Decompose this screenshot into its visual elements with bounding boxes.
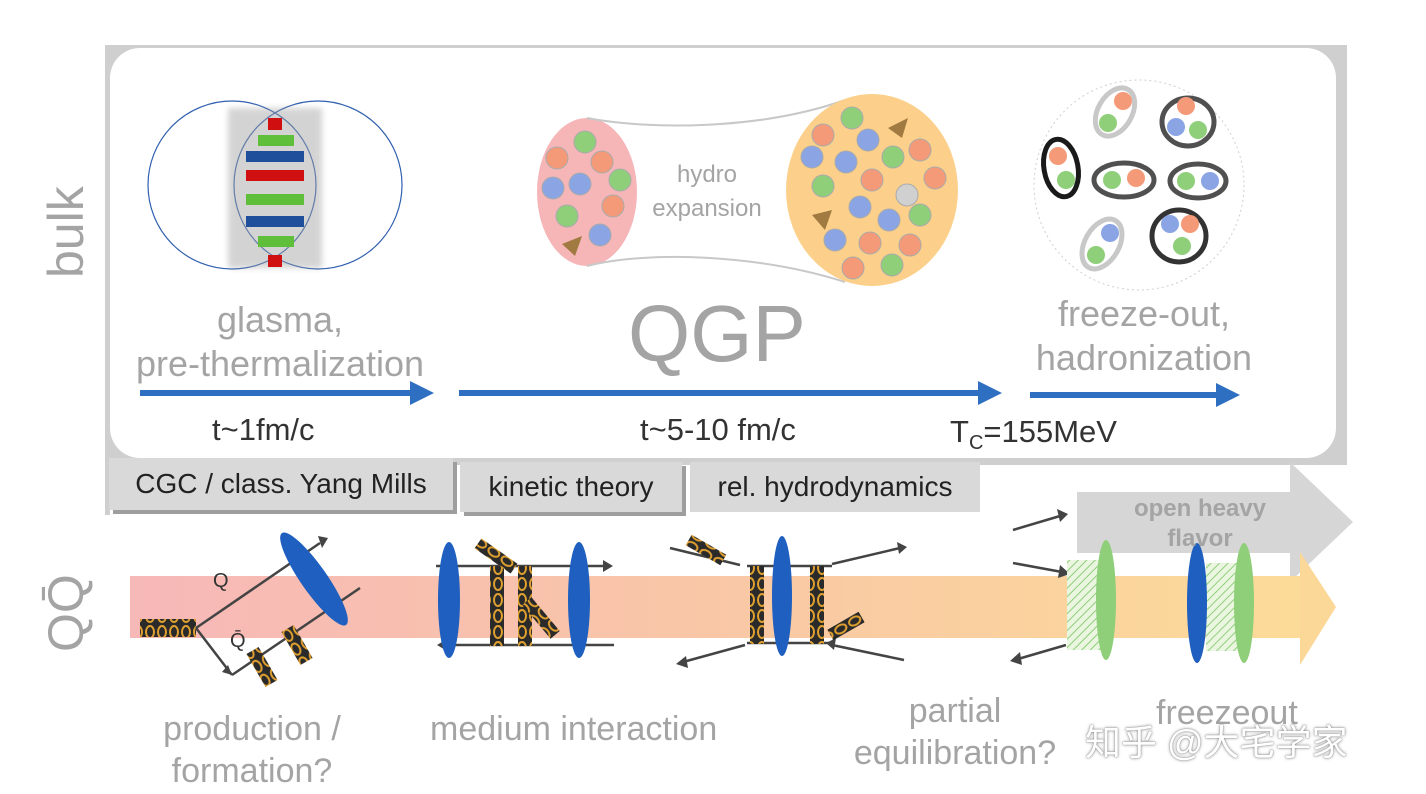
freezeout-label: freezeout (1156, 694, 1298, 732)
qgp-expanded-blob (786, 94, 958, 286)
kinetic-theory-label: kinetic theory (488, 471, 654, 502)
rel-hydro-box: rel. hydrodynamics (690, 462, 980, 512)
production-label: production / formation? (163, 710, 341, 790)
medium-interaction-diagram (436, 538, 614, 658)
partial-equilibration-label: partial equilibration? (853, 692, 1057, 772)
qbar-label: Q̄ (230, 630, 246, 652)
tc-prefix: T (950, 414, 969, 449)
open-heavy-flavor-label: open heavy flavor (1133, 495, 1267, 552)
kinetic-theory-box: kinetic theory (460, 462, 682, 512)
tc-subscript: C (968, 432, 984, 455)
freezeout-diagram (1010, 509, 1254, 665)
rel-hydro-label: rel. hydrodynamics (717, 471, 953, 502)
medium-interaction-label: medium interaction (430, 710, 718, 748)
time-1fm: t~1fm/c (212, 412, 315, 447)
cgc-box-label: CGC / class. Yang Mills (135, 468, 427, 499)
open-heavy-flavor-arrow (1077, 462, 1353, 582)
qgp-label: QGP (628, 289, 806, 378)
bulk-side-label: bulk (38, 186, 94, 278)
hadrons-icon (1033, 79, 1245, 291)
q-label: Q (213, 570, 229, 592)
hydro-expansion-label: hydro expansion (652, 161, 762, 222)
partial-equilibration-diagram (669, 534, 907, 668)
watermark: 知乎 @大宅学家 (1085, 722, 1348, 763)
glasma-nuclei-icon (147, 100, 403, 270)
glasma-label: glasma, pre-thermalization (135, 299, 425, 384)
qq-side-label: QQ̄ (38, 574, 94, 652)
bulk-time-arrows (140, 381, 1240, 407)
time-5-10fm: t~5-10 fm/c (640, 412, 796, 447)
tc-value: =155MeV (983, 414, 1117, 449)
production-diagram (140, 532, 361, 687)
freeze-out-label: freeze-out, hadronization (1035, 293, 1253, 378)
qgp-initial-blob (537, 118, 637, 266)
cgc-box: CGC / class. Yang Mills (109, 458, 453, 510)
critical-temperature: TC=155MeV (950, 414, 1117, 455)
